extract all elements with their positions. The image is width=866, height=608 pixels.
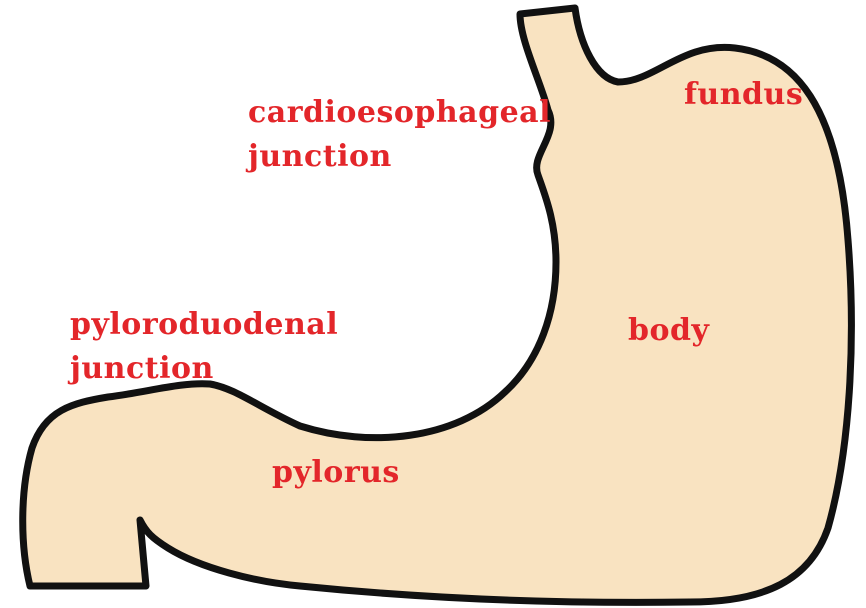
cardioesophageal-label-line2: junction: [248, 134, 392, 180]
cardioesophageal-label-line1: cardioesophageal: [248, 90, 551, 136]
body-label: body: [628, 308, 709, 354]
pyloroduodenal-label-line2: junction: [70, 346, 214, 392]
pylorus-label: pylorus: [272, 450, 400, 496]
pyloroduodenal-label-line1: pyloroduodenal: [70, 302, 338, 348]
fundus-label: fundus: [684, 72, 803, 118]
